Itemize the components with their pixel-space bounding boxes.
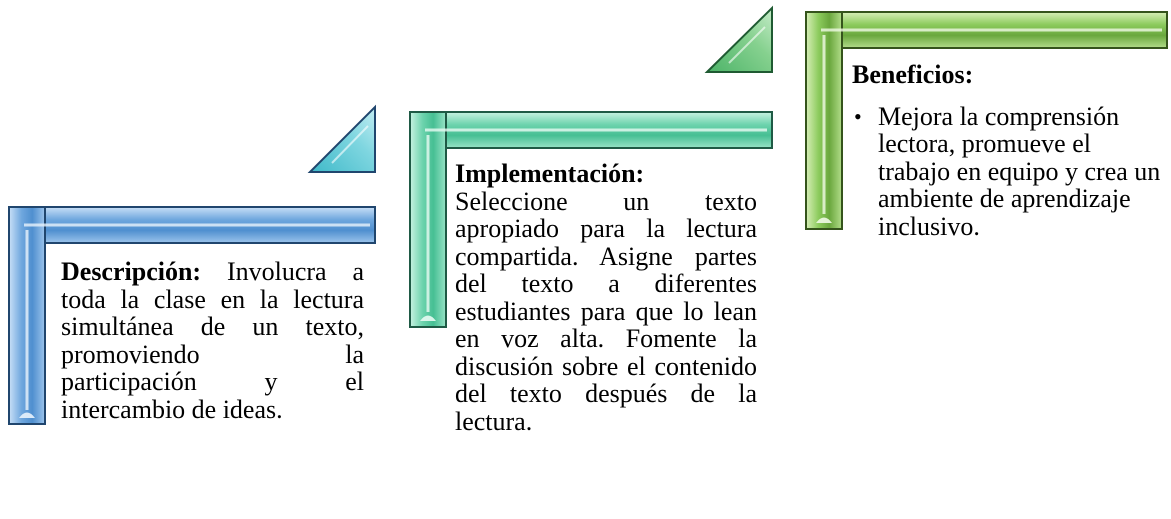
step-3-bracket (805, 11, 1168, 230)
step-3-bullet-list: Mejora la comprensión lectora, promueve … (852, 102, 1164, 241)
step-2-triangle (704, 5, 773, 73)
step-1-body: Involucra a toda la clase en la lectura … (61, 257, 364, 424)
step-1-bracket (8, 206, 376, 425)
step-1-triangle (307, 104, 376, 173)
step-1-text: Descripción: Involucra a toda la clase e… (61, 258, 364, 423)
step-2-body: Seleccione un texto apropiado para la le… (455, 186, 757, 436)
step-3-text: Beneficios: Mejora la comprensión lector… (852, 61, 1164, 240)
step-3-bullet: Mejora la comprensión lectora, promueve … (852, 102, 1164, 241)
step-2-bracket (409, 111, 773, 328)
step-2-text: Implementación: Seleccione un texto apro… (455, 160, 757, 435)
step-3-heading: Beneficios: (852, 60, 974, 89)
step-2-heading: Implementación: (455, 159, 645, 188)
step-1-heading: Descripción: (61, 257, 202, 286)
